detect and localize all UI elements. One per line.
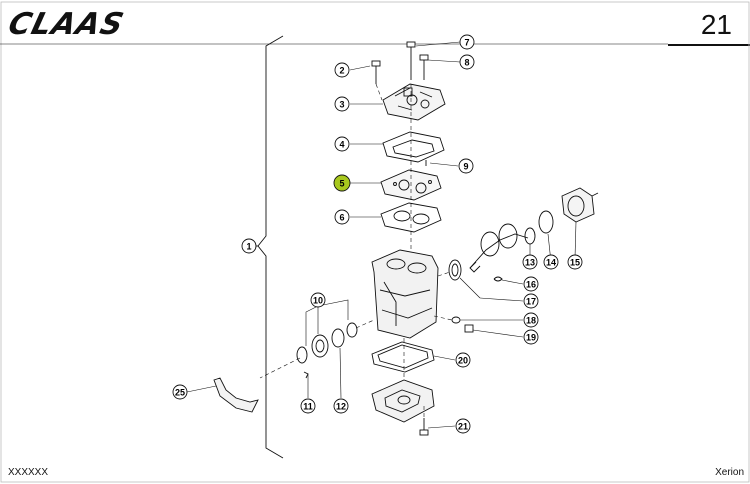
svg-text:20: 20 (458, 356, 468, 366)
leader-lines (186, 41, 577, 429)
gasket-lower-part (380, 202, 442, 233)
callout-16[interactable]: 16 (523, 276, 539, 292)
bottom-cover-part (371, 379, 435, 423)
svg-text:21: 21 (458, 422, 468, 432)
callout-1[interactable]: 1 (241, 238, 257, 254)
page-number: 21 (700, 9, 732, 40)
callout-20[interactable]: 20 (455, 352, 471, 368)
callout-13[interactable]: 13 (522, 254, 538, 270)
callout-8[interactable]: 8 (459, 54, 475, 70)
document-code: XXXXXX (8, 467, 49, 478)
callout-labels: 1 2 3 4 5 6 7 8 9 10 11 12 13 14 15 16 1… (172, 34, 583, 434)
svg-text:16: 16 (526, 280, 536, 290)
callout-2[interactable]: 2 (334, 62, 350, 78)
svg-text:14: 14 (546, 258, 556, 268)
callout-10[interactable]: 10 (310, 292, 326, 308)
svg-text:5: 5 (339, 179, 344, 189)
svg-text:19: 19 (526, 333, 536, 343)
callout-5-highlighted[interactable]: 5 (333, 174, 351, 192)
svg-text:9: 9 (463, 162, 468, 172)
svg-text:1: 1 (246, 242, 251, 252)
callout-4[interactable]: 4 (334, 136, 350, 152)
crankcase-part (371, 249, 439, 339)
compressor-parts (213, 41, 599, 436)
svg-text:4: 4 (339, 140, 344, 150)
callout-11[interactable]: 11 (300, 398, 316, 414)
callout-7[interactable]: 7 (459, 34, 475, 50)
svg-text:17: 17 (526, 297, 536, 307)
cylinder-head-part (382, 83, 446, 121)
callout-17[interactable]: 17 (523, 293, 539, 309)
seal-10 (311, 334, 329, 358)
callout-3[interactable]: 3 (334, 96, 350, 112)
svg-text:6: 6 (339, 213, 344, 223)
svg-text:8: 8 (464, 58, 469, 68)
callout-9[interactable]: 9 (458, 158, 474, 174)
cover-bracket-25 (213, 377, 259, 413)
assembly-axis-lines (259, 83, 453, 418)
callout-25[interactable]: 25 (172, 384, 188, 400)
callout-19[interactable]: 19 (523, 329, 539, 345)
callout-6[interactable]: 6 (334, 209, 350, 225)
svg-text:3: 3 (339, 100, 344, 110)
gasket-bottom-part (371, 341, 435, 373)
svg-text:13: 13 (525, 258, 535, 268)
svg-text:12: 12 (336, 402, 346, 412)
bearing-17 (448, 259, 462, 281)
o-ring-14 (538, 210, 554, 234)
svg-text:25: 25 (175, 388, 185, 398)
svg-text:18: 18 (526, 316, 536, 326)
flange-cover-part (561, 187, 599, 223)
svg-text:2: 2 (339, 66, 344, 76)
svg-text:7: 7 (464, 38, 469, 48)
model-name: Xerion (715, 467, 744, 478)
svg-text:10: 10 (313, 296, 323, 306)
clip-16 (493, 276, 503, 282)
svg-text:11: 11 (303, 402, 313, 412)
o-ring-12 (331, 328, 345, 348)
svg-text:15: 15 (570, 258, 580, 268)
callout-21[interactable]: 21 (455, 418, 471, 434)
crankshaft-part (469, 223, 529, 273)
callout-18[interactable]: 18 (523, 312, 539, 328)
callout-14[interactable]: 14 (543, 254, 559, 270)
seal-ring-11 (296, 346, 308, 364)
callout-15[interactable]: 15 (567, 254, 583, 270)
callout-12[interactable]: 12 (333, 398, 349, 414)
gasket-upper-part (382, 131, 445, 163)
header-rule (668, 44, 750, 46)
